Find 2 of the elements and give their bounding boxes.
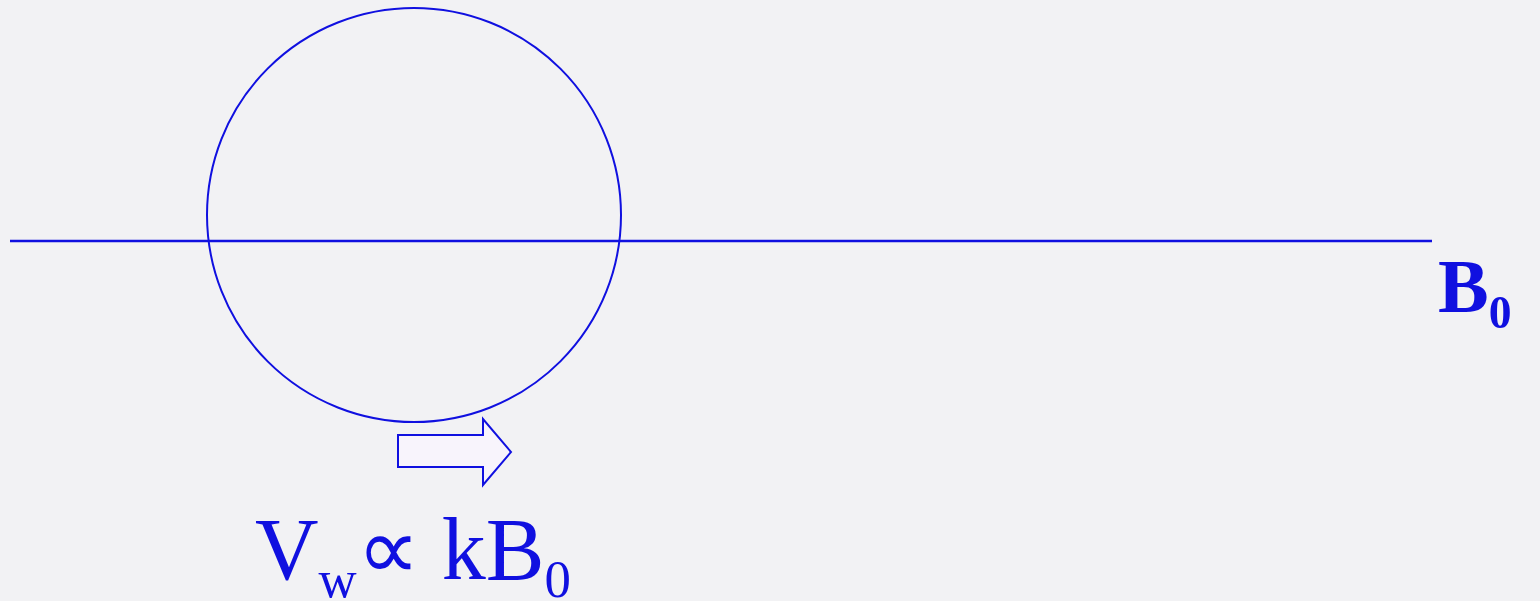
velocity-formula: V$_{w}$∝ kB$_{0}$ [255, 506, 571, 601]
field-label: B$_{0}$ [1438, 248, 1512, 336]
